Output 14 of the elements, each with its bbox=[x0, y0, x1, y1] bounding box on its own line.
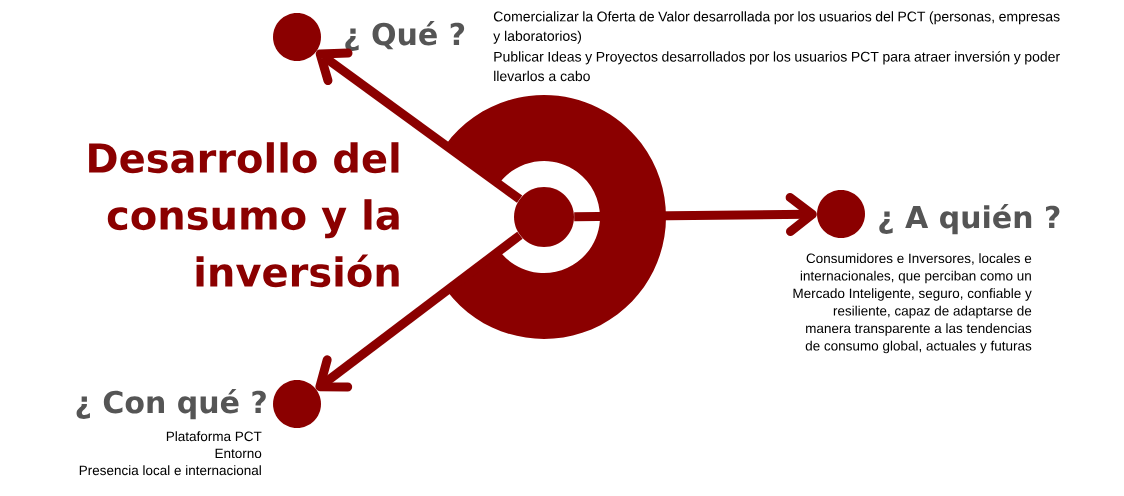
question-heading: ¿ Con qué ? bbox=[76, 389, 266, 420]
title: Desarrollo del consumo y la inversión bbox=[89, 142, 399, 288]
description-text: Publicar Ideas y Proyectos desarrollados por los usuarios PCT para atraer inversión y poder llevarlos a cabo bbox=[494, 51, 1060, 82]
center-dot bbox=[514, 187, 574, 247]
arrow bbox=[574, 193, 817, 236]
question-heading: ¿ A quién ? bbox=[879, 204, 1060, 235]
arrow bbox=[315, 231, 523, 392]
list-item: Plataforma PCT bbox=[166, 431, 262, 442]
list-item: Entorno bbox=[215, 448, 262, 459]
list-item: Presencia local e internacional bbox=[79, 465, 261, 476]
description-text: Consumidores e Inversores, locales e internacionales, que perciban como un Mercado Inteligente, seguro, confiable y resiliente, capaz de adaptarse de manera transparente a las tendencias de consumo global, actuales y futuras bbox=[793, 253, 1032, 354]
arrow bbox=[315, 48, 523, 203]
question-heading: ¿ Qué ? bbox=[345, 21, 465, 51]
description-text: Comercializar la Oferta de Valor desarrollada por los usuarios del PCT (personas, empresas y laboratorios) bbox=[493, 11, 1060, 44]
